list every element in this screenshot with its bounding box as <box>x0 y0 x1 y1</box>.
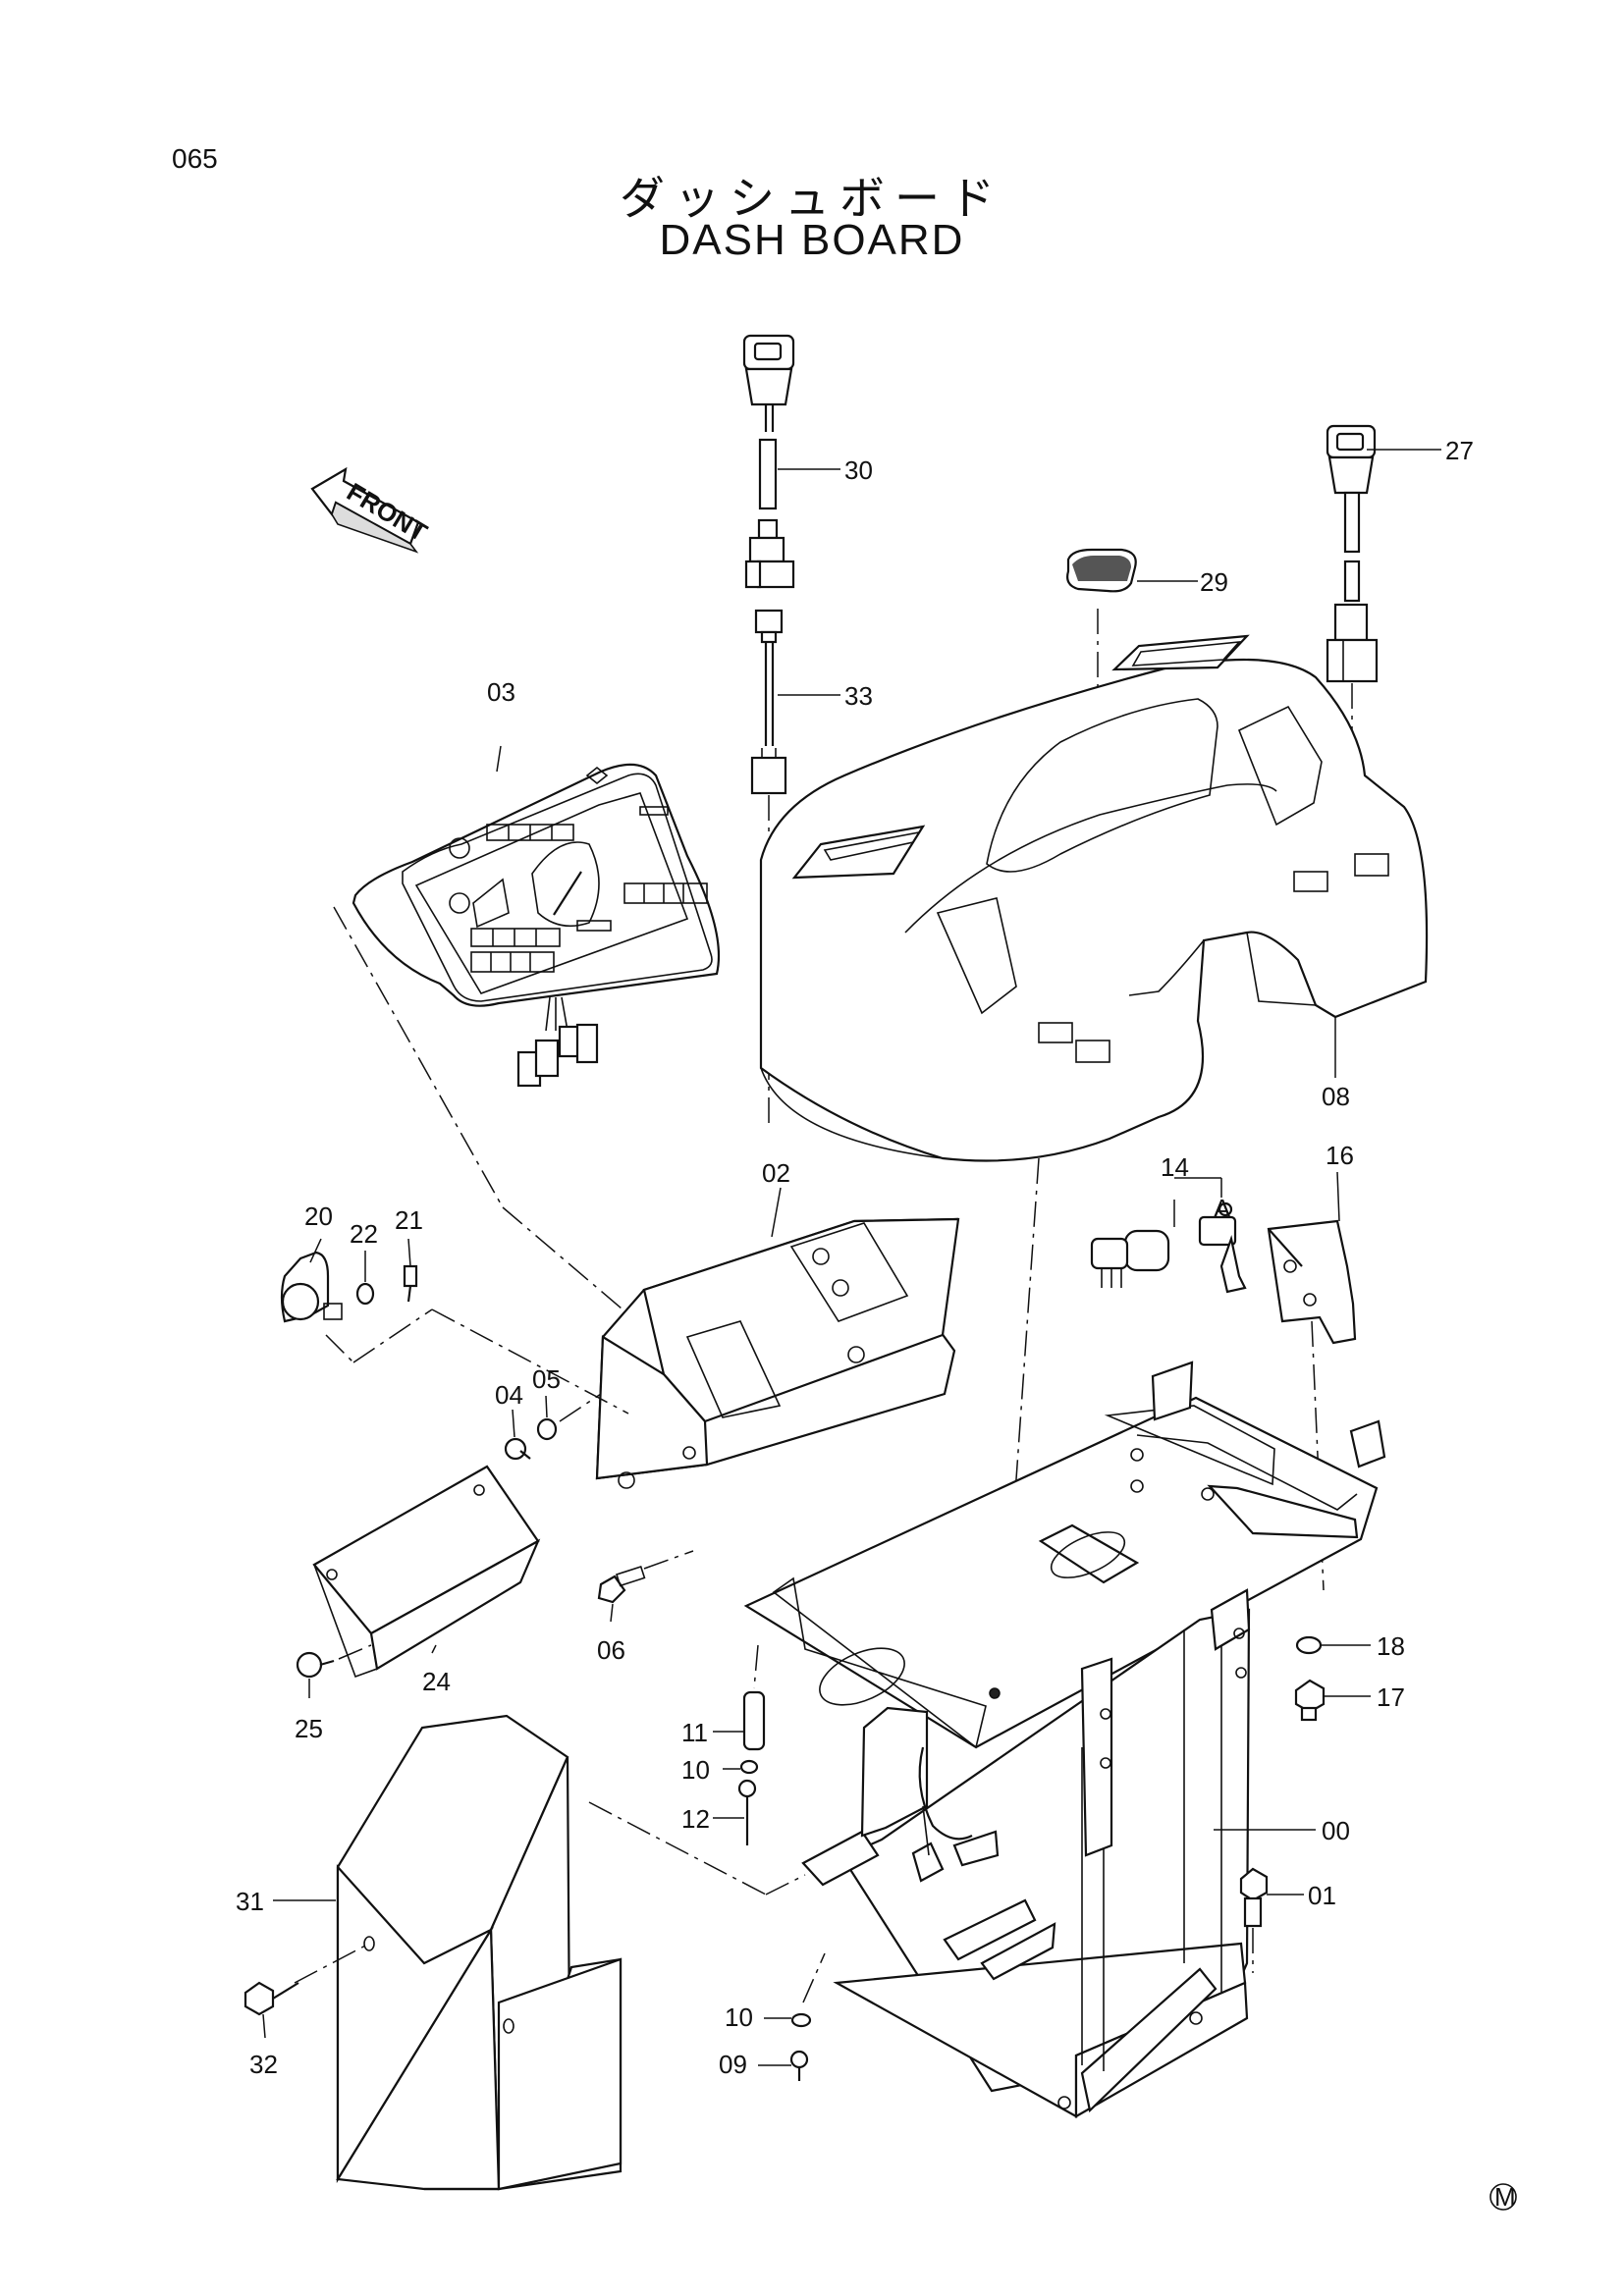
part-label-16: 16 <box>1326 1141 1354 1170</box>
cover-31-icon <box>336 1714 623 2191</box>
part-label-17: 17 <box>1377 1682 1405 1712</box>
key-bracket-16-icon <box>1267 1219 1357 1345</box>
dash-board-cover-08-icon <box>759 634 1429 1162</box>
switch-30-icon <box>742 334 795 589</box>
part-label-32: 32 <box>249 2050 278 2079</box>
page-number: 065 <box>172 143 218 174</box>
title-japanese: ダッシュボード <box>620 172 1004 225</box>
part-label-03: 03 <box>487 677 515 707</box>
part-label-14: 14 <box>1161 1152 1189 1182</box>
part-label-27: 27 <box>1445 436 1474 465</box>
part-label-31: 31 <box>236 1887 264 1916</box>
front-arrow-icon: FRONT <box>310 466 432 554</box>
part-label-25: 25 <box>295 1714 323 1743</box>
washer-10-upper-icon <box>739 1759 759 1775</box>
monitor-panel-03-icon <box>352 763 721 1088</box>
view-marker-a: A <box>1214 1194 1231 1223</box>
holder-20-icon <box>280 1251 343 1323</box>
part-label-33: 33 <box>844 681 873 711</box>
part-label-21: 21 <box>395 1205 423 1235</box>
frame-00-icon <box>743 1361 1386 2118</box>
part-label-08: 08 <box>1322 1082 1350 1111</box>
bolt-01-icon <box>1239 1867 1269 1928</box>
part-label-22: 22 <box>350 1219 378 1249</box>
part-label-10-upper: 10 <box>681 1755 710 1785</box>
title-english: DASH BOARD <box>659 216 965 264</box>
part-label-00: 00 <box>1322 1816 1350 1845</box>
part-label-20: 20 <box>304 1201 333 1231</box>
part-label-02: 02 <box>762 1158 790 1188</box>
footer-mark-letter: M <box>1494 2182 1516 2212</box>
bolt-12-icon <box>737 1779 757 1845</box>
washer-05-icon <box>536 1417 558 1441</box>
switch-27-icon <box>1326 424 1379 683</box>
part-label-04: 04 <box>495 1380 523 1410</box>
part-label-10-lower: 10 <box>725 2002 753 2032</box>
key-switch-14-icon <box>1090 1201 1247 1294</box>
part-label-05: 05 <box>532 1364 561 1394</box>
screw-25-icon <box>296 1651 335 1679</box>
bracket-02-icon <box>595 1217 960 1489</box>
washer-18-icon <box>1295 1635 1323 1655</box>
bolt-32-icon <box>244 1981 299 2016</box>
bolt-04-icon <box>504 1437 531 1461</box>
part-label-11: 11 <box>681 1718 708 1747</box>
bolt-06-icon <box>597 1565 646 1604</box>
screw-21-icon <box>403 1264 418 1303</box>
washer-10-lower-icon <box>790 2012 812 2028</box>
part-label-09: 09 <box>719 2050 747 2079</box>
part-label-30: 30 <box>844 455 873 485</box>
part-label-29: 29 <box>1200 567 1228 597</box>
harness-33-icon <box>750 609 787 795</box>
cover-24-icon <box>312 1465 541 1679</box>
part-label-12: 12 <box>681 1804 710 1834</box>
part-label-24: 24 <box>422 1667 451 1696</box>
part-label-01: 01 <box>1308 1881 1336 1910</box>
footer-mark-icon: M <box>1489 2182 1517 2212</box>
cap-29-icon <box>1066 548 1137 593</box>
bolt-17-icon <box>1294 1679 1326 1722</box>
pipe-11-icon <box>742 1690 766 1751</box>
washer-22-icon <box>355 1282 375 1306</box>
screw-09-icon <box>789 2050 809 2081</box>
part-label-06: 06 <box>597 1635 625 1665</box>
part-label-18: 18 <box>1377 1631 1405 1661</box>
leader-lines <box>262 449 1441 2066</box>
